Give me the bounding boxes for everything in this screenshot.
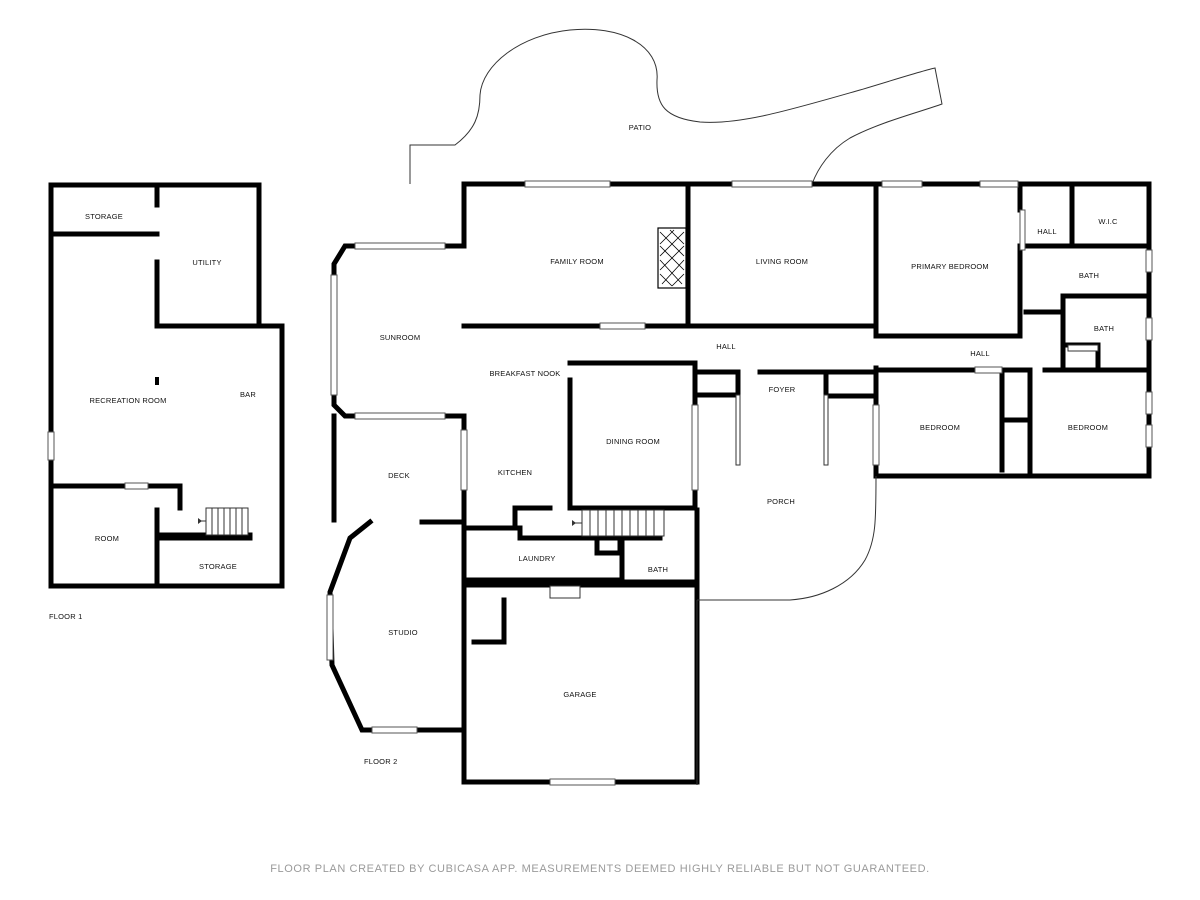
room-label-hall-small: HALL [1037, 227, 1057, 236]
fireplace [657, 227, 687, 289]
room-label-kitchen: KITCHEN [498, 468, 532, 477]
porch-posts [735, 394, 829, 466]
entry-doors [549, 344, 1099, 599]
room-label-porch: PORCH [767, 497, 795, 506]
room-label-storage-top: STORAGE [85, 212, 123, 221]
room-label-laundry: LAUNDRY [518, 554, 555, 563]
floor-2-title: FLOOR 2 [364, 757, 398, 766]
room-label-family-room: FAMILY ROOM [550, 257, 604, 266]
room-label-dining-room: DINING ROOM [606, 437, 660, 446]
porch-outline [697, 475, 877, 601]
room-top-wall-right [145, 483, 183, 511]
room-label-bar: BAR [240, 390, 256, 399]
room-label-garage: GARAGE [563, 690, 596, 699]
room-label-breakfast-nook: BREAKFAST NOOK [489, 369, 560, 378]
bath-lower-wall [619, 537, 700, 585]
utility-wall [154, 259, 262, 329]
garage-inner-wall [471, 597, 507, 645]
room-label-hall-right: HALL [970, 349, 990, 358]
room-label-storage-bottom: STORAGE [199, 562, 237, 571]
room-label-deck: DECK [388, 471, 410, 480]
room-label-hall-center: HALL [716, 342, 736, 351]
room-label-patio: PATIO [629, 123, 651, 132]
floor-1-outer-wall [48, 182, 285, 589]
room-label-bedroom-right: BEDROOM [1068, 423, 1108, 432]
room-label-studio: STUDIO [388, 628, 418, 637]
floor-1-plan: STORAGE UTILITY RECREATION ROOM BAR ROOM… [47, 182, 285, 621]
laundry-top-wall [517, 525, 663, 541]
floor-2-plan: PATIO FAMILY ROOM LIVING ROOM PRIMARY BE… [326, 28, 1153, 786]
room-label-wic: W.I.C [1098, 217, 1118, 226]
room-label-room: ROOM [95, 534, 119, 543]
window [47, 431, 55, 461]
hall-small-wall [1017, 181, 1152, 249]
main-top-wall [461, 181, 1152, 479]
stairs-floor-1 [198, 507, 249, 536]
room-label-bath-upper: BATH [1079, 271, 1099, 280]
room-label-sunroom: SUNROOM [380, 333, 421, 342]
room-label-utility: UTILITY [192, 258, 221, 267]
room-label-primary-bedroom: PRIMARY BEDROOM [911, 262, 989, 271]
studio-wall [327, 518, 467, 733]
room-label-foyer: FOYER [769, 385, 796, 394]
windows [326, 180, 1153, 786]
garage-wall [461, 507, 700, 785]
doorway [124, 482, 149, 490]
stairs-floor-2 [572, 509, 665, 537]
dining-room-wall [567, 360, 698, 511]
room-label-bedroom-left: BEDROOM [920, 423, 960, 432]
patio-outline [409, 28, 943, 185]
kitchen-bottom-wall [461, 505, 553, 531]
room-label-bath-lower: BATH [648, 565, 668, 574]
stair-box [594, 535, 623, 556]
column [155, 377, 159, 385]
room-label-living-room: LIVING ROOM [756, 257, 808, 266]
floor-1-title: FLOOR 1 [49, 612, 83, 621]
bedroom-divider [999, 367, 1033, 479]
disclaimer-note: FLOOR PLAN CREATED BY CUBICASA APP. MEAS… [270, 863, 930, 875]
sunroom-wall [331, 243, 467, 419]
bath-upper-wall [1023, 293, 1152, 373]
room-label-recreation-room: RECREATION ROOM [89, 396, 166, 405]
room-label-bath-middle: BATH [1094, 324, 1114, 333]
